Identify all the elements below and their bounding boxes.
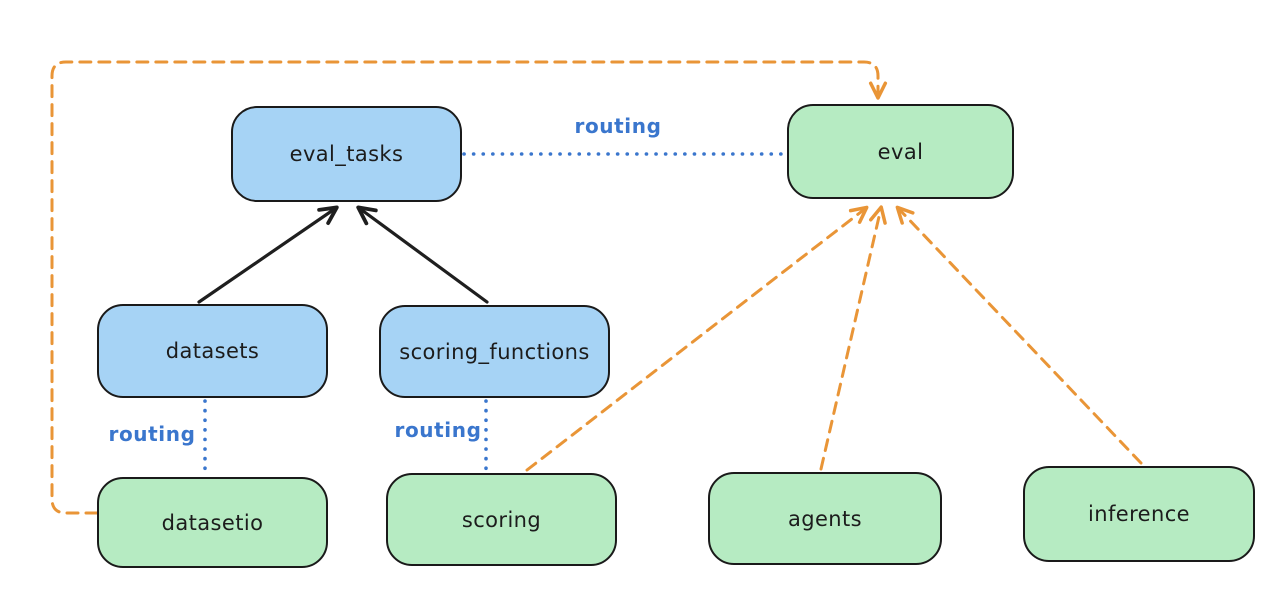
edge-agents-to-eval bbox=[819, 205, 887, 471]
node-agents-label: agents bbox=[787, 506, 862, 531]
edge-label-routing-scoring-functions-scoring: routing bbox=[394, 418, 482, 442]
edge-scoring-functions-to-eval-tasks bbox=[356, 205, 489, 304]
node-datasets-label: datasets bbox=[165, 339, 260, 363]
edge-label-routing-datasets-datasetio: routing bbox=[108, 422, 196, 446]
node-datasetio: datasetio bbox=[97, 477, 328, 568]
node-datasetio-label: datasetio bbox=[161, 510, 264, 535]
node-agents: agents bbox=[708, 472, 942, 565]
edge-datasets-to-eval-tasks bbox=[197, 205, 339, 304]
node-eval-tasks: eval_tasks bbox=[231, 106, 462, 202]
node-datasets: datasets bbox=[97, 304, 328, 398]
node-scoring-functions: scoring_functions bbox=[379, 305, 610, 398]
node-inference: inference bbox=[1023, 466, 1255, 562]
edge-inference-to-eval bbox=[895, 205, 1143, 465]
node-eval-tasks-label: eval_tasks bbox=[289, 142, 404, 166]
node-inference-label: inference bbox=[1088, 502, 1190, 526]
node-scoring: scoring bbox=[386, 473, 617, 566]
node-eval-label: eval bbox=[877, 139, 924, 164]
node-scoring-functions-label: scoring_functions bbox=[399, 339, 590, 364]
edge-label-routing-eval-tasks-eval: routing bbox=[574, 114, 662, 138]
node-scoring-label: scoring bbox=[461, 507, 542, 532]
node-eval: eval bbox=[787, 104, 1014, 199]
